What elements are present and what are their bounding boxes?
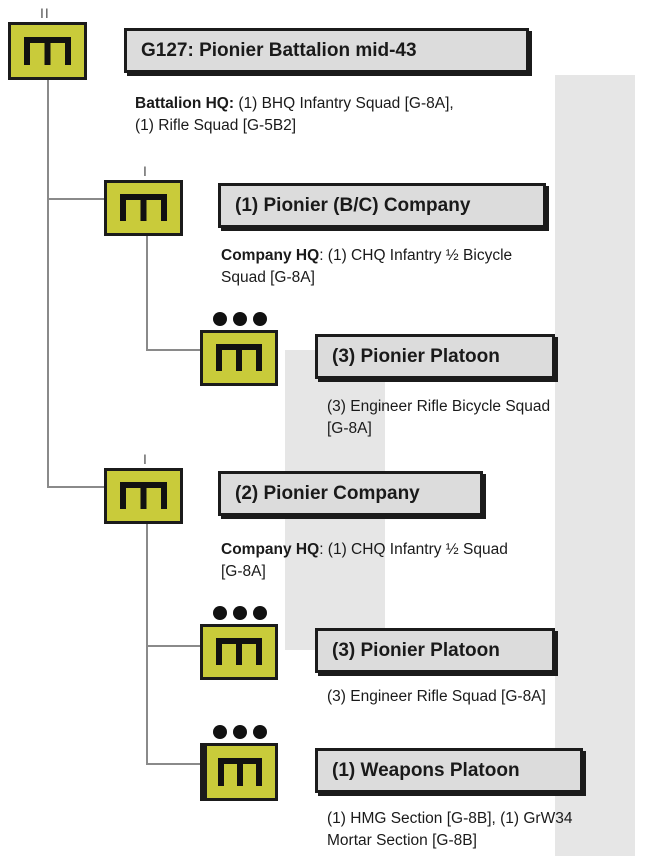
company2-unit-symbol (104, 468, 183, 524)
battalion-hq-text-line2: (1) Rifle Squad [G-5B2] (135, 117, 297, 134)
connector-company1 (47, 198, 105, 200)
company2-platoon-description: (3) Engineer Rifle Squad [G-8A] (327, 686, 657, 708)
platoon-dots-icon (213, 725, 267, 739)
company2-title: (2) Pionier Company (218, 471, 483, 516)
battalion-title: G127: Pionier Battalion mid-43 (124, 28, 529, 73)
company1-platoon-title: (3) Pionier Platoon (315, 334, 555, 379)
company1-title: (1) Pionier (B/C) Company (218, 183, 546, 228)
battalion-unit-symbol (8, 22, 87, 80)
company2-hq-text: : (1) CHQ Infantry ½ Squad (319, 541, 508, 558)
engineer-symbol-icon (216, 344, 262, 371)
company1-size-marker: I (143, 163, 148, 179)
connector-company2 (47, 486, 105, 488)
company1-unit-symbol (104, 180, 183, 236)
battalion-hq-description: Battalion HQ: (1) BHQ Infantry Squad [G-… (135, 93, 615, 137)
battalion-hq-text: (1) BHQ Infantry Squad [G-8A], (234, 95, 454, 112)
company2-weapons-unit-symbol (200, 743, 278, 801)
company1-hq-text: : (1) CHQ Infantry ½ Bicycle (319, 247, 513, 264)
company2-hq-text-line2: [G-8A] (221, 563, 266, 580)
platoon-dots-icon (213, 312, 267, 326)
company1-platoon-description: (3) Engineer Rifle Bicycle Squad [G-8A] (327, 396, 657, 440)
company2-weapons-text: (1) HMG Section [G-8B], (1) GrW34 (327, 810, 573, 827)
company2-weapons-description: (1) HMG Section [G-8B], (1) GrW34 Mortar… (327, 808, 662, 852)
engineer-symbol-icon (120, 194, 167, 221)
company1-hq-text-line2: Squad [G-8A] (221, 269, 315, 286)
engineer-symbol-icon (120, 482, 167, 509)
company1-hq-label: Company HQ (221, 247, 320, 264)
company1-platoon-unit-symbol (200, 330, 278, 386)
company2-size-marker: I (143, 451, 148, 467)
connector-battalion-trunk (47, 80, 49, 487)
connector-c2-platoon (146, 645, 202, 647)
engineer-symbol-icon (218, 758, 262, 786)
engineer-symbol-icon (24, 37, 71, 65)
company2-platoon-text: (3) Engineer Rifle Squad [G-8A] (327, 688, 546, 705)
company2-weapons-text-line2: Mortar Section [G-8B] (327, 832, 477, 849)
connector-company1-trunk (146, 234, 148, 351)
battalion-hq-label: Battalion HQ: (135, 95, 235, 112)
engineer-symbol-icon (216, 638, 262, 665)
connector-company2-trunk (146, 523, 148, 765)
company2-hq-description: Company HQ: (1) CHQ Infantry ½ Squad [G-… (221, 539, 651, 583)
company2-platoon-title: (3) Pionier Platoon (315, 628, 555, 673)
company1-platoon-text: (3) Engineer Rifle Bicycle Squad (327, 398, 551, 415)
company1-platoon-text-line2: [G-8A] (327, 420, 372, 437)
company2-platoon-unit-symbol (200, 624, 278, 680)
connector-c1-platoon (146, 349, 202, 351)
platoon-dots-icon (213, 606, 267, 620)
company1-hq-description: Company HQ: (1) CHQ Infantry ½ Bicycle S… (221, 245, 651, 289)
connector-c2-weapons (146, 763, 202, 765)
company2-weapons-title: (1) Weapons Platoon (315, 748, 583, 793)
battalion-size-marker: II (40, 5, 50, 21)
company2-hq-label: Company HQ (221, 541, 320, 558)
